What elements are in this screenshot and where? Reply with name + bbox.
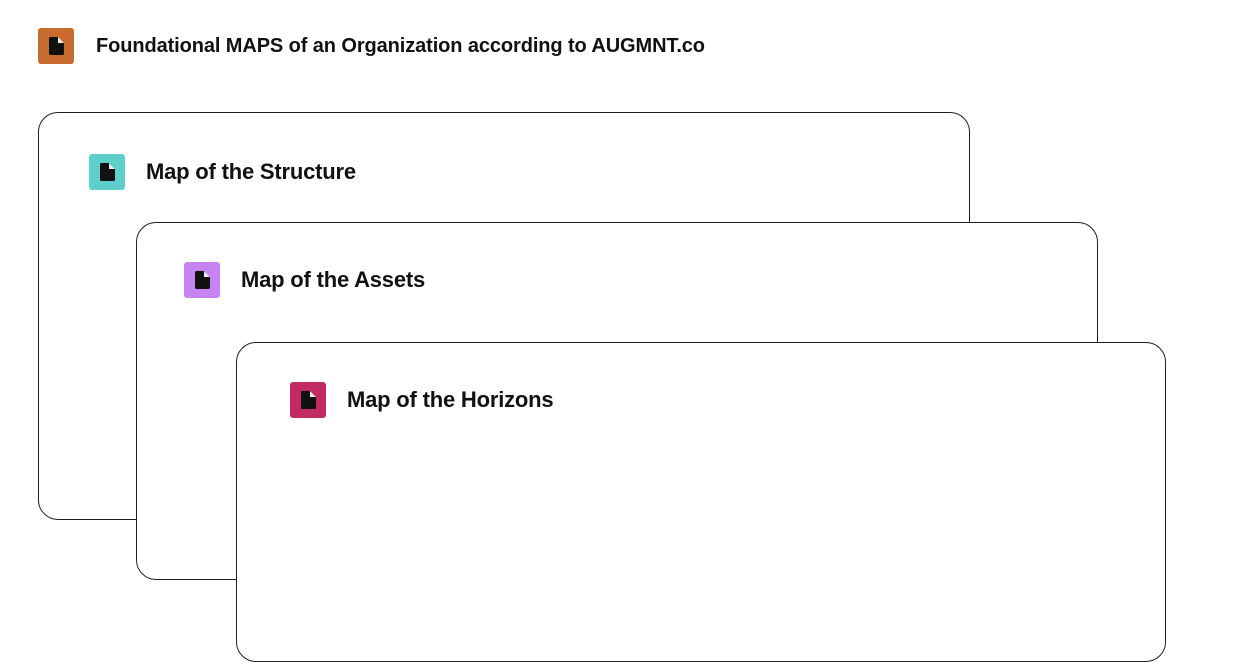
page-title: Foundational MAPS of an Organization acc… xyxy=(96,34,705,57)
document-icon xyxy=(99,163,115,181)
assets-card-title: Map of the Assets xyxy=(241,267,426,292)
document-icon xyxy=(194,271,210,289)
document-icon xyxy=(290,382,326,418)
document-icon xyxy=(300,391,316,409)
horizons-card-title: Map of the Horizons xyxy=(347,387,554,412)
structure-card-header: Map of the Structure xyxy=(89,154,356,190)
document-icon xyxy=(38,28,74,64)
structure-card-title: Map of the Structure xyxy=(146,159,356,184)
document-icon xyxy=(48,37,64,55)
document-icon xyxy=(89,154,125,190)
horizons-card: Map of the Horizons xyxy=(236,342,1166,662)
horizons-card-header: Map of the Horizons xyxy=(290,382,554,418)
document-icon xyxy=(184,262,220,298)
page-header: Foundational MAPS of an Organization acc… xyxy=(38,28,705,64)
assets-card-header: Map of the Assets xyxy=(184,262,425,298)
